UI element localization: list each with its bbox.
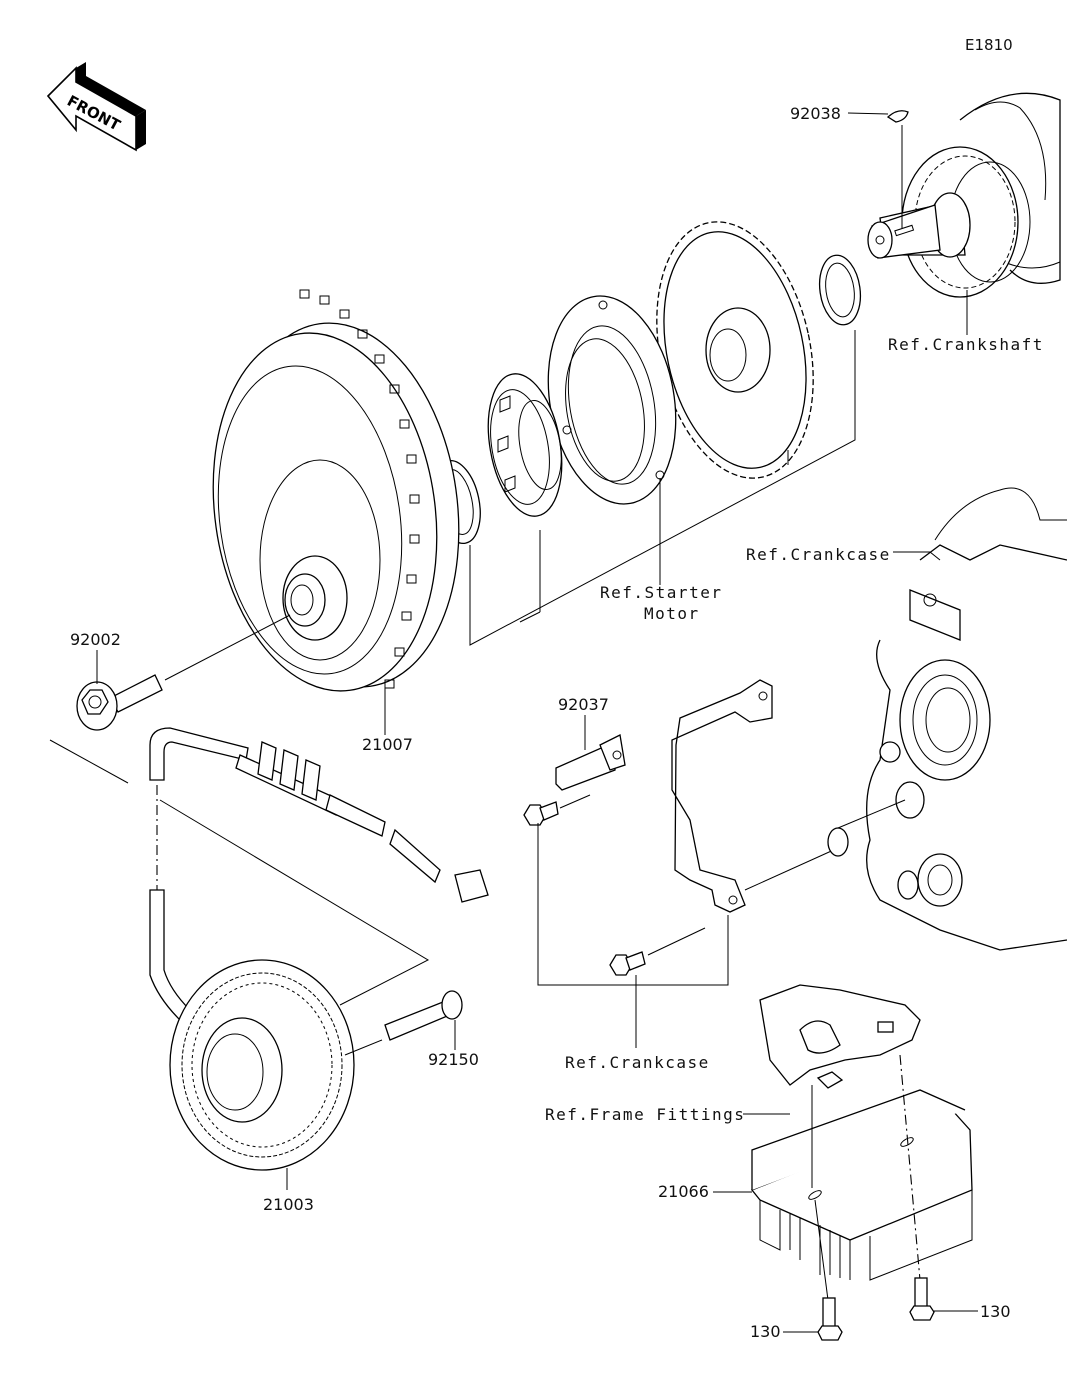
thrust-washer-right (818, 254, 862, 326)
bracket (671, 679, 773, 913)
ref-crankshaft[interactable]: Ref.Crankshaft (888, 335, 1044, 354)
part-label-92002[interactable]: 92002 (70, 630, 121, 649)
stator-coil (169, 959, 355, 1171)
clamp-92037 (555, 734, 626, 791)
part-label-92150[interactable]: 92150 (428, 1050, 479, 1069)
part-label-130-left[interactable]: 130 (750, 1322, 781, 1341)
part-label-21007[interactable]: 21007 (362, 735, 413, 754)
flywheel-rotor (212, 289, 460, 692)
frame-fitting-bracket (759, 984, 921, 1089)
regulator-bolt-130-right (909, 1277, 935, 1321)
crankcase-outline (827, 487, 1067, 951)
regulator (750, 1089, 973, 1281)
stator-bolt-92150 (384, 990, 463, 1041)
woodruff-key-92038 (886, 110, 909, 123)
flange-bolt-92002 (76, 674, 163, 731)
starter-gear (656, 221, 814, 479)
part-label-92037[interactable]: 92037 (558, 695, 609, 714)
part-label-21003[interactable]: 21003 (263, 1195, 314, 1214)
crankshaft-assembly (847, 92, 1061, 298)
front-direction-arrow-icon: FRONT (46, 62, 146, 152)
ref-frame-fittings[interactable]: Ref.Frame Fittings (545, 1105, 745, 1124)
bracket-bolt-upper (523, 801, 559, 826)
stator-wire-harness (149, 727, 489, 1021)
part-label-21066[interactable]: 21066 (658, 1182, 709, 1201)
bracket-bolt-lower (609, 951, 646, 976)
ref-crankcase-lower[interactable]: Ref.Crankcase (565, 1053, 710, 1072)
part-label-92038[interactable]: 92038 (790, 104, 841, 123)
regulator-bolt-130-left (817, 1297, 843, 1341)
diagram-code: E1810 (965, 36, 1013, 54)
ref-starter-motor-line1[interactable]: Ref.Starter (600, 583, 722, 602)
one-way-clutch (487, 373, 563, 517)
ref-crankcase-upper[interactable]: Ref.Crankcase (746, 545, 891, 564)
part-label-130-right[interactable]: 130 (980, 1302, 1011, 1321)
ref-starter-motor-line2[interactable]: Motor (644, 604, 700, 623)
